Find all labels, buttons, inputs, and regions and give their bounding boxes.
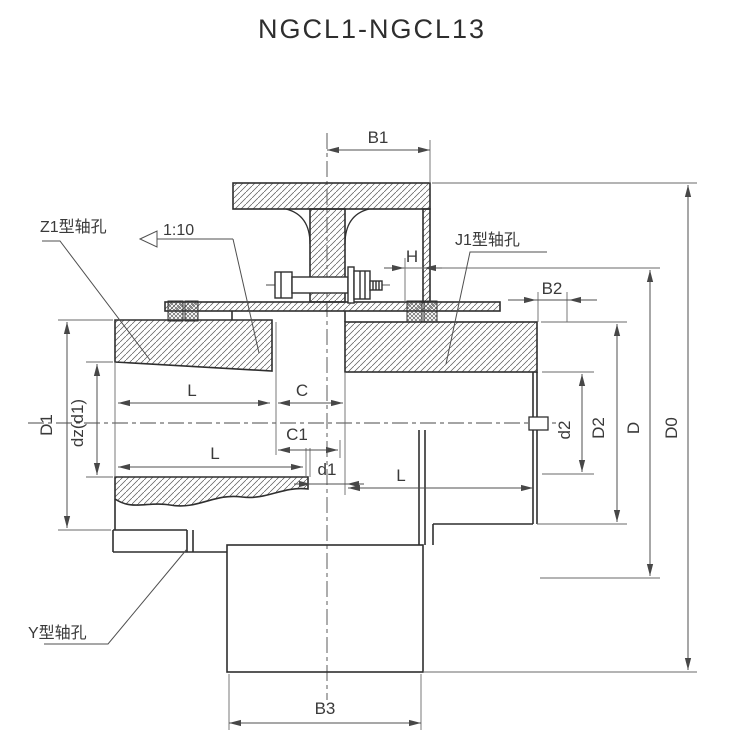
label-y-hole: Y型轴孔 (28, 624, 87, 642)
left-seal-ring (167, 300, 184, 322)
label-z1-hole: Z1型轴孔 (40, 218, 107, 236)
brake-wheel-rim-section (232, 182, 431, 210)
nut (353, 270, 371, 300)
label-dz-d1: dz(d1) (68, 399, 87, 447)
dimension-lines (63, 146, 692, 727)
right-sleeve-section (344, 321, 538, 373)
label-b2: B2 (542, 279, 563, 298)
label-d2: d2 (555, 421, 574, 440)
label-l-bottom: L (210, 444, 219, 463)
seal-rings (167, 300, 438, 323)
label-c: C (296, 381, 308, 400)
label-D0: D0 (662, 417, 681, 439)
bolt-shaft (291, 276, 349, 294)
body-outlines (112, 311, 538, 673)
extension-lines (58, 140, 697, 730)
bolt-head (274, 271, 293, 299)
label-j1-hole: J1型轴孔 (455, 231, 520, 249)
fillet-right (344, 208, 370, 245)
flange-disc-section (164, 301, 501, 312)
bolt-assembly (274, 266, 383, 304)
left-hub-taper-bore-section (114, 319, 273, 372)
label-l-taper: L (187, 381, 196, 400)
annotation-labels: Z1型轴孔 1:10 J1型轴孔 Y型轴孔 (28, 218, 520, 642)
center-lines (28, 133, 560, 700)
label-b3: B3 (315, 699, 336, 718)
brake-wheel-rim-wall (422, 208, 431, 303)
right-seal-ring (406, 300, 423, 323)
label-D2: D2 (589, 417, 608, 439)
taper-leader-diagonal (232, 238, 260, 354)
label-c1: C1 (286, 425, 308, 444)
washer (347, 266, 355, 304)
left-seal-ring-2 (184, 300, 199, 322)
label-taper-ratio: 1:10 (163, 222, 194, 239)
fillet-left (285, 208, 311, 245)
label-h: H (406, 247, 418, 266)
leader-lines (42, 230, 547, 645)
dimension-labels: B1 H B2 L C C1 d1 L L B3 D1 dz(d1) d2 D2… (37, 128, 681, 718)
right-seal-ring-2 (423, 300, 438, 323)
drawing-title: NGCL1-NGCL13 (258, 14, 486, 44)
label-D1: D1 (37, 414, 56, 436)
label-b1: B1 (368, 128, 389, 147)
label-d1: d1 (318, 460, 337, 479)
leader-j1-hole (445, 251, 547, 365)
label-D: D (624, 422, 643, 434)
leader-y-hole (44, 548, 188, 645)
web-fillets (285, 208, 370, 245)
label-l-right: L (396, 466, 405, 485)
left-hub-lower-broken-section (114, 476, 309, 507)
brake-wheel-lower-body (226, 544, 424, 673)
leader-z1-hole (42, 240, 151, 361)
bore-end-cap (528, 416, 549, 431)
taper-flag-icon (138, 230, 158, 248)
